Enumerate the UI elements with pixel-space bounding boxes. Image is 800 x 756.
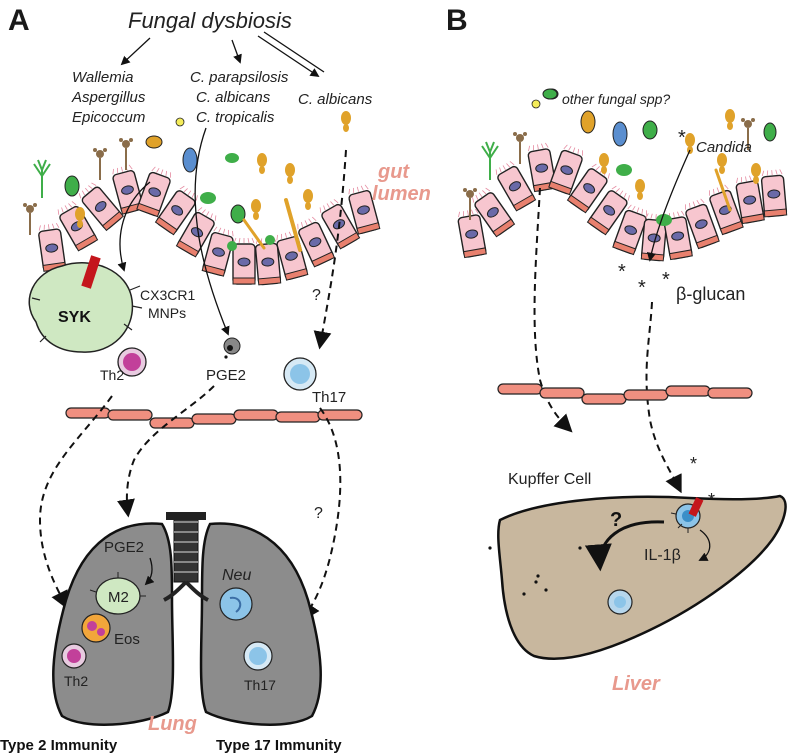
th17-cell-lung	[243, 641, 273, 671]
pge2-label-gut: PGE2	[206, 367, 246, 384]
fungi-group-2: C. parapsilosis C. albicans C. tropicali…	[190, 69, 289, 126]
kupffer-cell	[670, 497, 704, 533]
neu-label: Neu	[222, 567, 251, 584]
arrow-fungi-to-kupffer	[533, 187, 573, 433]
panel-a-letter: A	[8, 4, 30, 37]
lung-organ	[52, 512, 322, 726]
fungi-group-1: Wallemia Aspergillus Epicoccum	[71, 69, 146, 126]
arrow-to-group-1	[120, 37, 151, 66]
question-mark-gut-a: ?	[312, 287, 321, 304]
mnp-label-line2: MNPs	[148, 305, 186, 321]
gut-lumen-label-line2: lumen	[372, 183, 431, 205]
th2-cell-gut	[117, 347, 147, 377]
fungus-wallemia: Wallemia	[72, 69, 133, 86]
beta-glucan-label: β-glucan	[676, 284, 745, 304]
asterisk-glucan-1: *	[618, 261, 626, 283]
fungus-c-parapsilosis: C. parapsilosis	[190, 69, 289, 86]
arrow-candida-down	[646, 149, 691, 262]
asterisk-liver-1: *	[690, 454, 697, 474]
question-mark-liver: ?	[610, 509, 622, 531]
th17-label-gut: Th17	[312, 389, 346, 406]
gut-epithelium-b	[455, 141, 788, 262]
asterisk-candida: *	[678, 127, 686, 149]
fungus-c-albicans: C. albicans	[196, 89, 271, 106]
th2-label-lung: Th2	[64, 673, 88, 689]
eosinophil	[81, 613, 111, 643]
asterisk-glucan-2: *	[638, 277, 646, 299]
mnp-label-line1: CX3CR1	[140, 287, 195, 303]
neutrophil	[219, 587, 253, 621]
syk-label: SYK	[58, 309, 91, 326]
other-fungal-spp-label: other fungal spp?	[562, 91, 670, 107]
liver-dots	[488, 546, 582, 596]
other-fungal-spp-icon	[542, 88, 558, 100]
arrow-to-group-2	[231, 39, 242, 64]
m2-label: M2	[108, 589, 129, 606]
fungus-c-tropicalis: C. tropicalis	[196, 109, 275, 126]
m2-macrophage	[89, 572, 146, 615]
arrow-th2-to-lung	[38, 395, 113, 610]
endothelium-a	[65, 407, 363, 429]
panel-b-letter: B	[446, 4, 468, 37]
fungus-epicoccum: Epicoccum	[72, 109, 145, 126]
eos-label: Eos	[114, 631, 140, 648]
gut-fungi-a	[22, 111, 351, 252]
th17-cell-gut	[283, 357, 317, 391]
il1b-label: IL-1β	[644, 547, 681, 564]
trachea	[163, 512, 209, 602]
endothelium-b	[497, 383, 753, 405]
il1b-loop-arrow	[698, 529, 711, 561]
arrow-to-group-3	[257, 35, 320, 78]
dectin-receptor	[688, 497, 704, 517]
th2-label-gut: Th2	[100, 367, 124, 383]
fungus-aspergillus: Aspergillus	[71, 89, 146, 106]
type-2-immunity-label: Type 2 Immunity	[0, 737, 118, 754]
cx3cr1-mnp-cell: SYK	[28, 255, 143, 353]
th17-label-lung: Th17	[244, 677, 276, 693]
question-mark-lung: ?	[314, 505, 323, 522]
pge2-label-lung: PGE2	[104, 539, 144, 556]
liver-organ	[497, 494, 787, 660]
fungal-dysbiosis-title: Fungal dysbiosis	[128, 8, 292, 33]
arrow-th17-to-lung	[302, 407, 342, 621]
th2-cell-lung	[61, 643, 87, 669]
lung-label: Lung	[148, 713, 197, 735]
arrow-fungi-to-pge2	[194, 127, 230, 336]
pge2-molecule	[223, 337, 241, 359]
gut-lumen-label-line1: gut	[377, 161, 410, 183]
arrow-pge2-to-lung	[117, 385, 215, 518]
arrow-kupffer-to-hepatocyte	[584, 520, 665, 572]
kupffer-cell-label: Kupffer Cell	[508, 471, 591, 488]
syk-receptor	[81, 255, 101, 289]
arrow-fungi-to-mnp	[117, 181, 151, 272]
liver-label: Liver	[612, 673, 661, 695]
fungi-group-3: C. albicans	[298, 91, 373, 108]
hepatocyte-cell	[607, 589, 633, 615]
type-17-immunity-label: Type 17 Immunity	[216, 737, 342, 754]
candida-label: Candida	[696, 139, 752, 156]
arrow-to-th17	[313, 149, 347, 350]
asterisk-glucan-3: *	[662, 269, 670, 291]
arrow-glucan-to-liver	[645, 301, 682, 494]
